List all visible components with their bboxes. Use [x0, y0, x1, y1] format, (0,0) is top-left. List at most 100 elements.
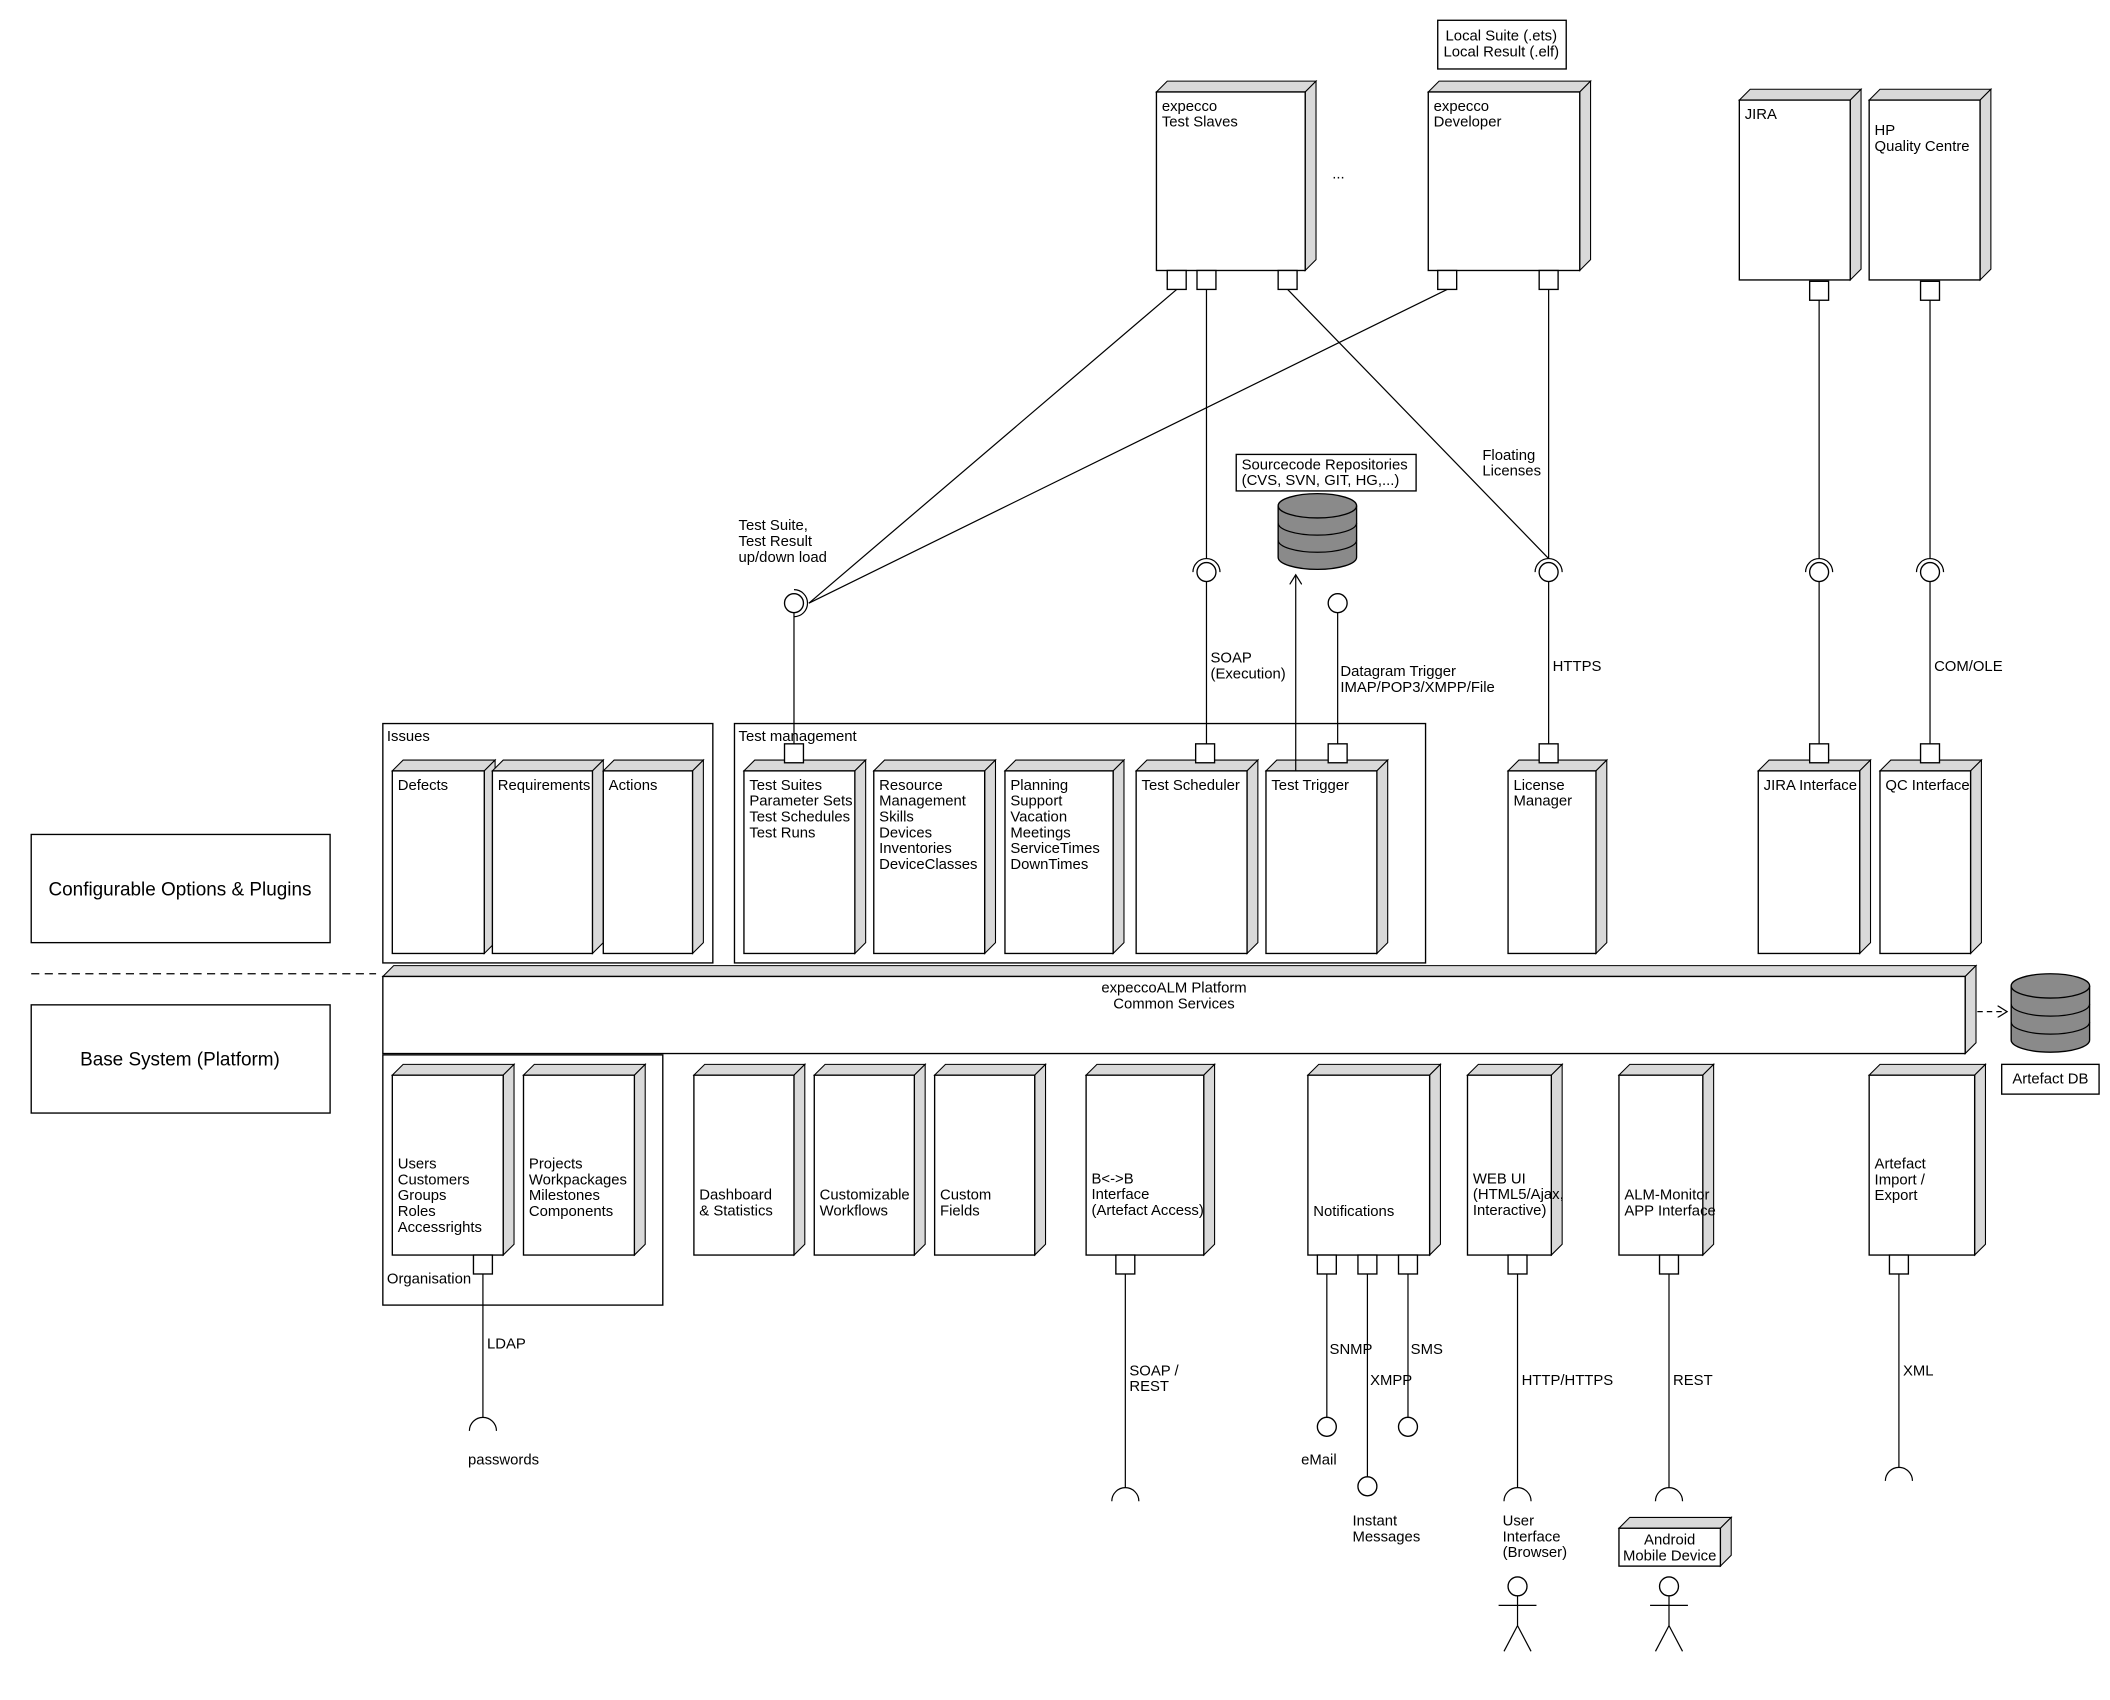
- port: [1277, 269, 1298, 291]
- text-line: Test Schedules: [749, 809, 850, 825]
- package-label: Test management: [739, 729, 858, 745]
- node-defects[interactable]: Defects: [391, 758, 497, 955]
- node-front: [1618, 1527, 1722, 1567]
- required-interface-icon: [1804, 557, 1834, 573]
- layer-label-configurable: Configurable Options & Plugins: [48, 879, 311, 900]
- layer-configurable: Configurable Options & Plugins: [30, 833, 331, 944]
- node-jira[interactable]: JIRA: [1738, 87, 1863, 282]
- text-line: SOAP: [1211, 651, 1252, 667]
- text-line: JIRA Interface: [1764, 778, 1857, 794]
- label-com-ole: COM/OLE: [1934, 659, 2003, 675]
- node-test-scheduler[interactable]: Test Scheduler: [1134, 758, 1260, 955]
- node-jira-interface[interactable]: JIRA Interface: [1756, 758, 1872, 955]
- port: [1316, 1254, 1337, 1275]
- provided-interface-icon: [1357, 1476, 1378, 1497]
- node-side-face: [1246, 758, 1259, 955]
- text-line: Test Suite,: [739, 518, 808, 534]
- node-front: [873, 770, 986, 955]
- node-front: [491, 770, 594, 955]
- node-top-face: [1738, 88, 1863, 101]
- label-email: eMail: [1301, 1453, 1337, 1469]
- port: [1808, 743, 1830, 764]
- node-actions[interactable]: Actions: [601, 758, 705, 955]
- artefact-db-icon: [2010, 973, 2091, 1053]
- text-line: Sourcecode Repositories: [1242, 457, 1408, 473]
- text-line: Interactive): [1473, 1203, 1547, 1219]
- label-soap-rest: SOAP /REST: [1129, 1363, 1179, 1395]
- port: [1327, 743, 1348, 764]
- text-line: Common Services: [1113, 997, 1234, 1013]
- node-front: [1085, 1074, 1205, 1256]
- text-line: Notifications: [1313, 1204, 1394, 1220]
- node-label: Requirements: [498, 778, 591, 794]
- node-side-face: [1979, 87, 1992, 282]
- text-line: DownTimes: [1010, 857, 1088, 873]
- text-line: Parameter Sets: [749, 794, 852, 810]
- node-web-ui[interactable]: WEB UI(HTML5/Ajax,Interactive): [1466, 1063, 1564, 1257]
- node-top-face: [1155, 80, 1318, 93]
- port: [1437, 269, 1458, 291]
- node-side-face: [1034, 1063, 1047, 1257]
- text-line: Interface: [1092, 1187, 1150, 1203]
- label-xml: XML: [1903, 1363, 1934, 1379]
- port: [1507, 1254, 1528, 1275]
- text-line: Planning: [1010, 778, 1068, 794]
- port: [1808, 280, 1830, 301]
- required-interface-icon: [468, 1416, 498, 1431]
- connector-line: [808, 288, 1178, 604]
- node-side-face: [591, 758, 604, 955]
- node-top-face: [491, 759, 605, 772]
- package-label: Issues: [387, 729, 430, 745]
- node-side-face: [1970, 758, 1982, 955]
- node-top-face: [391, 1063, 516, 1076]
- node-front: [1427, 91, 1581, 272]
- note-artefact-db: Artefact DB: [2001, 1063, 2100, 1095]
- text-line: ServiceTimes: [1010, 841, 1099, 857]
- text-line: Skills: [879, 809, 914, 825]
- text-line: User: [1503, 1514, 1534, 1530]
- text-line: Management: [879, 794, 967, 810]
- text-line: (Artefact Access): [1092, 1203, 1204, 1219]
- node-dashboard[interactable]: Dashboard& Statistics: [692, 1063, 807, 1257]
- node-requirements[interactable]: Requirements: [491, 758, 605, 955]
- text-line: Devices: [879, 825, 932, 841]
- text-line: Workpackages: [529, 1172, 627, 1188]
- note-source-repos: Sourcecode Repositories(CVS, SVN, GIT, H…: [1235, 453, 1417, 492]
- node-notifications[interactable]: Notifications: [1306, 1063, 1442, 1257]
- node-side-face: [793, 1063, 806, 1257]
- text-line: Test Slaves: [1162, 115, 1238, 131]
- browser-user-actor-icon: [1498, 1576, 1537, 1652]
- node-test-trigger[interactable]: Test Trigger: [1264, 758, 1390, 955]
- port: [1919, 280, 1941, 301]
- node-top-face: [1466, 1063, 1564, 1076]
- port: [1397, 1254, 1419, 1275]
- text-line: Test Runs: [749, 825, 815, 841]
- node-side-face: [1595, 758, 1608, 955]
- text-line: Android: [1644, 1532, 1695, 1548]
- text-line: Dashboard: [699, 1188, 772, 1204]
- node-qc-interface[interactable]: QC Interface: [1878, 758, 1983, 955]
- required-interface-icon: [1192, 557, 1221, 573]
- port: [1357, 1254, 1378, 1275]
